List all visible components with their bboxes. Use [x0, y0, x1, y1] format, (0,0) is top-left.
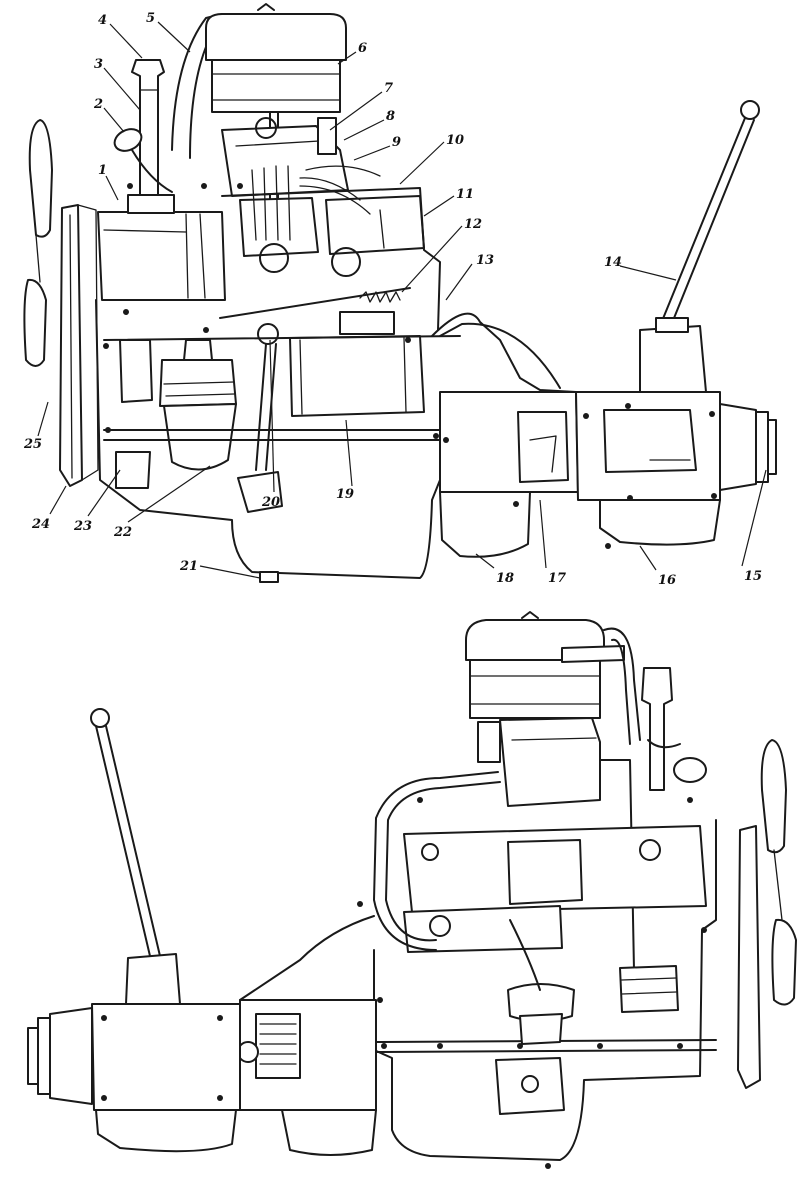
- water-pump-housing: [97, 211, 226, 301]
- gear-lever: [639, 100, 760, 393]
- callout-21: 21: [179, 559, 198, 574]
- gear-lever-right: [90, 708, 181, 1005]
- crankcase: [95, 299, 461, 579]
- callout-16: 16: [658, 573, 676, 588]
- engine-left-view: 1 2 3 4 5 6 7 8 9 10 11 12 13 14 15 16 1…: [23, 3, 777, 588]
- exhaust-manifold: [403, 825, 707, 953]
- output-flange: [755, 411, 777, 483]
- oil-filter-right: [619, 965, 679, 1013]
- callout-labels: 1 2 3 4 5 6 7 8 9 10 11 12 13 14 15 16 1…: [23, 11, 762, 588]
- callout-11: 11: [456, 187, 474, 202]
- spark-plug-wires: [299, 165, 381, 215]
- callout-25: 25: [23, 437, 42, 452]
- fuel-pump-right: [507, 919, 575, 1045]
- gearbox-right: [27, 1003, 241, 1153]
- fan-blades: [23, 119, 53, 367]
- callout-2: 2: [93, 97, 103, 112]
- callout-10: 10: [446, 133, 464, 148]
- callout-6: 6: [358, 41, 367, 56]
- oil-dipstick: [237, 323, 283, 513]
- callout-18: 18: [496, 571, 514, 586]
- callout-20: 20: [261, 495, 280, 510]
- air-cleaner: [205, 3, 347, 113]
- starter-motor: [289, 311, 425, 417]
- callout-1: 1: [98, 163, 107, 178]
- callout-14: 14: [604, 255, 622, 270]
- callout-8: 8: [386, 109, 395, 124]
- fan-pulley: [59, 204, 99, 487]
- callout-15: 15: [744, 569, 762, 584]
- callout-22: 22: [113, 525, 132, 540]
- throttle-spring: [219, 287, 411, 319]
- callout-24: 24: [31, 517, 50, 532]
- callout-5: 5: [146, 11, 155, 26]
- callout-7: 7: [384, 81, 393, 96]
- radiator-hose: [113, 128, 173, 193]
- oil-pipe: [373, 771, 501, 951]
- gearbox: [575, 391, 757, 546]
- callout-23: 23: [73, 519, 92, 534]
- callout-17: 17: [548, 571, 566, 586]
- callout-19: 19: [336, 487, 354, 502]
- callout-4: 4: [98, 13, 107, 28]
- bolt-heads: [103, 183, 717, 549]
- sump-drain-plug: [259, 571, 279, 583]
- breather-pipe-right: [603, 627, 707, 791]
- clutch-housing: [431, 312, 579, 558]
- engine-mount-bracket: [115, 339, 153, 489]
- oil-filter: [159, 339, 237, 471]
- distributor: [239, 165, 319, 273]
- cylinder-head: [221, 187, 441, 331]
- clutch-housing-right: [237, 915, 377, 1156]
- carburettor-right: [477, 717, 635, 971]
- leader-lines: [37, 21, 767, 579]
- fan-blades-right: [737, 739, 797, 1089]
- callout-3: 3: [94, 57, 103, 72]
- air-cleaner-right: [465, 611, 625, 719]
- callout-12: 12: [464, 217, 482, 232]
- callout-9: 9: [392, 135, 401, 150]
- bolt-heads-right: [101, 797, 707, 1169]
- callout-13: 13: [476, 253, 494, 268]
- engine-right-view: [27, 611, 797, 1169]
